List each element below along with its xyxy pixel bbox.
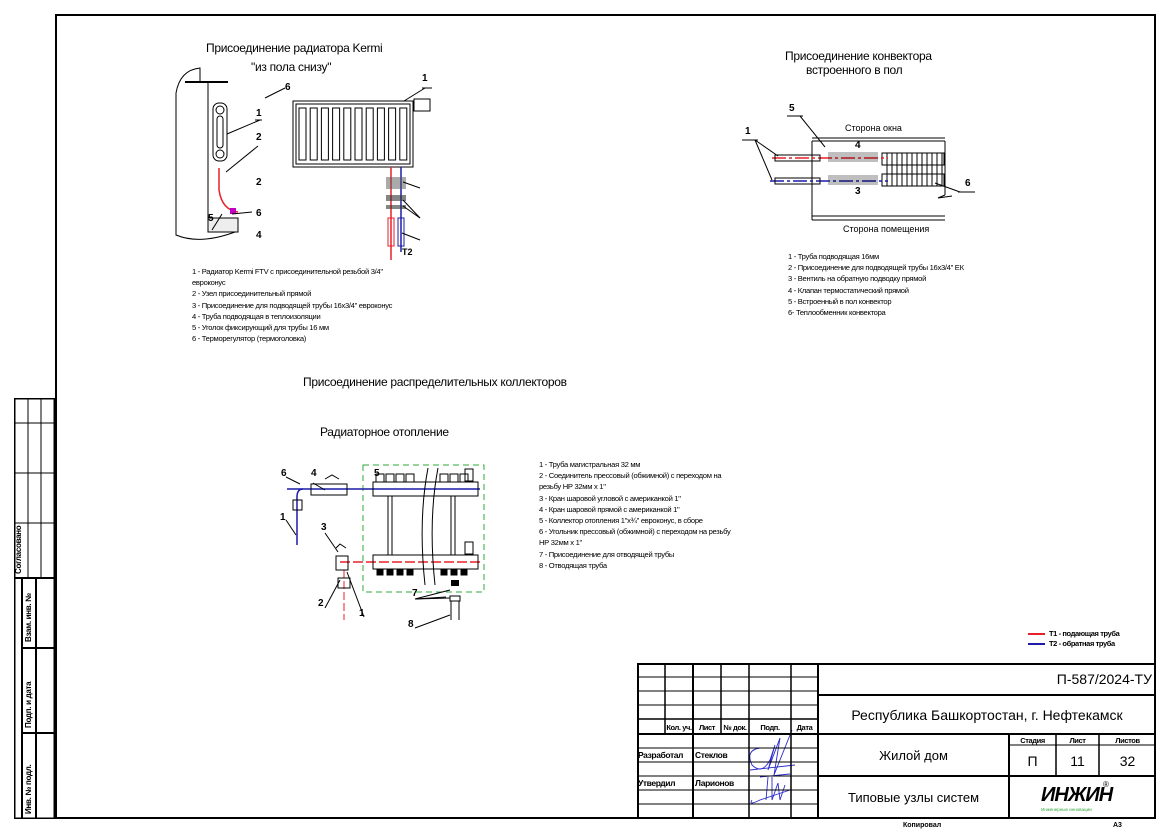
col-header-sheet: Лист	[698, 722, 716, 732]
drawing-frame	[55, 14, 1156, 819]
title-block: Кол. уч. Лист № док. Подп. Дата Разработ…	[637, 663, 1156, 819]
radiator-fin	[309, 107, 318, 161]
collector-valve-cap	[385, 473, 395, 483]
collector-outlet	[396, 568, 404, 576]
inv-original-label: Инв. № подл.	[24, 764, 33, 814]
callout: 5	[208, 213, 214, 224]
collector-outlet	[406, 568, 414, 576]
sheet-header: Лист	[1069, 735, 1086, 745]
room-side-label: Сторона помещения	[843, 224, 930, 234]
name-developer: Стеклов	[695, 750, 728, 760]
callout: 6	[256, 208, 262, 219]
section1-subtitle: "из пола снизу"	[251, 60, 332, 74]
legend-return-label: Т2 - обратная труба	[1049, 639, 1115, 648]
logo-subtitle: Инженерные инновации	[1041, 807, 1092, 812]
radiator-fin	[343, 107, 352, 161]
role-developer: Разработал	[638, 750, 684, 760]
document-code: П-587/2024-ТУ	[1056, 671, 1152, 687]
collector-outlet	[460, 568, 468, 576]
radiator-side-view	[175, 67, 286, 240]
collector-valve-cap	[395, 473, 405, 483]
collector-outlet	[386, 568, 394, 576]
radiator-fin	[320, 107, 329, 161]
collector-outlet	[450, 568, 458, 576]
role-approver: Утвердил	[638, 778, 676, 788]
section2-legend: 1 - Труба подводящая 16мм 2 - Присоедине…	[788, 252, 964, 318]
callout: 2	[256, 132, 262, 143]
section3-legend: 1 - Труба магистральная 32 мм 2 - Соедин…	[539, 460, 731, 570]
sheets-value: 32	[1119, 752, 1136, 769]
collector-valve-cap	[459, 473, 469, 483]
callout: 1	[280, 512, 286, 523]
col-header-date: Дата	[796, 722, 813, 732]
callout: 5	[789, 103, 795, 114]
registered-mark: ®	[1103, 780, 1109, 789]
radiator-fin	[388, 107, 397, 161]
callout: 3	[321, 522, 327, 533]
section2-title: Присоединение конвектора	[785, 49, 932, 63]
stage-header: Стадия	[1020, 735, 1045, 745]
sheet-title: Типовые узлы систем	[847, 790, 980, 805]
section3-title: Присоединение распределительных коллекто…	[303, 375, 567, 389]
project-location: Республика Башкортостан, г. Нефтекамск	[851, 706, 1123, 723]
copied-label: Копировал	[903, 822, 942, 829]
side-stamp: Согласовано Взам. инв. № Подп. и дата Ин…	[14, 398, 55, 819]
logo-text: ИНЖИН	[1041, 784, 1113, 806]
col-header-doc: № док.	[723, 722, 747, 732]
format-label: А3	[1113, 822, 1122, 829]
section3-subtitle: Радиаторное отопление	[320, 425, 449, 439]
callout: 7	[412, 588, 418, 599]
callout: 4	[256, 230, 262, 241]
radiator-fin	[376, 107, 385, 161]
sheet-value: 11	[1070, 752, 1085, 769]
name-approver: Ларионов	[695, 778, 734, 788]
agreed-label: Согласовано	[14, 525, 23, 574]
convector-view	[742, 115, 975, 221]
radiator-fin	[354, 107, 363, 161]
callout: 6	[285, 82, 291, 93]
collector-valve-cap	[449, 473, 459, 483]
section1-title: Присоединение радиатора Kermi	[206, 41, 383, 55]
callout: 1	[256, 108, 262, 119]
callout: 6	[965, 178, 971, 189]
company-logo: ИНЖИН ® Инженерные инновации	[1009, 776, 1156, 819]
section2-subtitle: встроенного в пол	[806, 63, 903, 77]
radiator-front-view	[292, 87, 432, 260]
radiator-fin	[332, 107, 341, 161]
collector-view	[285, 464, 485, 629]
collector-valve-cap	[405, 473, 415, 483]
stage-value: П	[1027, 752, 1038, 769]
collector-valve-cap	[375, 473, 385, 483]
collector-outlet	[376, 568, 384, 576]
col-header-sign: Подп.	[760, 722, 780, 732]
callout: 2	[318, 598, 324, 609]
collector-outlet	[440, 568, 448, 576]
callout: 1	[422, 73, 428, 84]
collector-valve-cap	[439, 473, 449, 483]
window-side-label: Сторона окна	[845, 123, 902, 133]
callout: 8	[408, 619, 414, 630]
sign-date-label: Подп. и дата	[24, 681, 33, 728]
callout: 4	[855, 140, 861, 151]
sheets-header: Листов	[1115, 735, 1140, 745]
callout: T2	[402, 247, 413, 257]
callout: 1	[745, 126, 751, 137]
callout: 3	[855, 186, 861, 197]
callout: 1	[359, 608, 365, 619]
callout: 5	[374, 468, 380, 479]
radiator-fin	[365, 107, 374, 161]
replaced-inv-label: Взам. инв. №	[24, 593, 33, 642]
section1-legend: 1 - Радиатор Kermi FTV с присоединительн…	[192, 267, 393, 344]
callout: 2	[256, 177, 262, 188]
radiator-fin	[399, 107, 408, 161]
legend-supply-label: Т1 - подающая труба	[1049, 629, 1120, 638]
object-name: Жилой дом	[879, 747, 948, 763]
callout: 6	[281, 468, 287, 479]
radiator-fin	[298, 107, 307, 161]
callout: 4	[311, 468, 317, 479]
col-header-qty: Кол. уч.	[666, 722, 692, 732]
